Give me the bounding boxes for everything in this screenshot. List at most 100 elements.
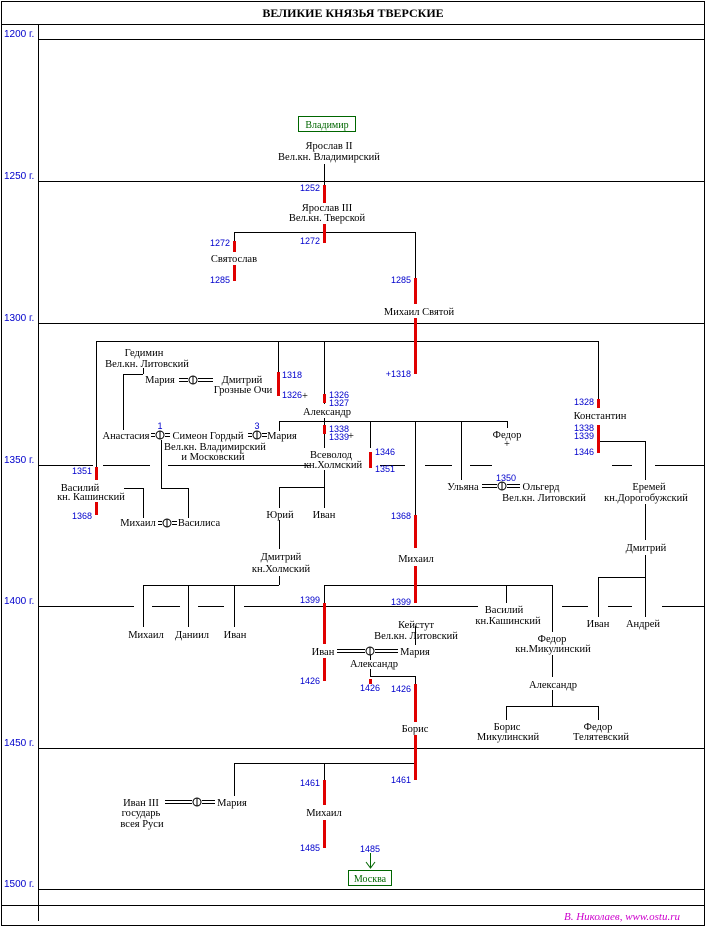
- person-name: Борис: [494, 722, 521, 733]
- person-name: Федор: [493, 430, 522, 441]
- person-title: кн.Дорогобужский: [604, 493, 688, 504]
- year-label: 1285: [210, 275, 230, 285]
- century-1200: 1200 г.: [4, 29, 34, 40]
- person-name: Александр: [303, 407, 351, 418]
- year-label: 1368: [72, 511, 92, 521]
- year-label: 1252: [300, 183, 320, 193]
- marriage-number: 3: [254, 421, 259, 431]
- person-title: Микулинский: [477, 732, 540, 743]
- person-name: Андрей: [626, 619, 660, 630]
- person-names: Ярослав II Вел.кн. Владимирский Ярослав …: [57, 141, 688, 830]
- year-label: 1327: [329, 398, 349, 408]
- century-1400: 1400 г.: [4, 596, 34, 607]
- person-title: кн.Холмский: [304, 460, 363, 471]
- year-label: 1318: [282, 370, 302, 380]
- person-name: Иван III: [123, 798, 159, 809]
- person-name: Михаил Святой: [384, 307, 455, 318]
- person-title: Вел.кн. Владимирский: [164, 442, 266, 453]
- year-label: 1285: [391, 275, 411, 285]
- person-name: Михаил: [120, 518, 156, 529]
- arrow-head-icon: [365, 861, 376, 869]
- person-name: Ольгерд: [523, 482, 561, 493]
- person-name: Дмитрий: [222, 375, 263, 386]
- century-1250: 1250 г.: [4, 171, 34, 182]
- year-label: 1339: [329, 432, 349, 442]
- person-name: Даниил: [175, 630, 209, 641]
- person-title: Вел.кн. Литовский: [105, 359, 189, 370]
- person-title: кн.Холмский: [252, 564, 311, 575]
- author-signature: В. Николаев, www.ostu.ru: [564, 911, 681, 923]
- person-title: всея Руси: [120, 819, 164, 830]
- person-title: Вел.кн. Владимирский: [278, 152, 380, 163]
- person-name: Мария: [400, 647, 430, 658]
- person-name: Федор: [584, 722, 613, 733]
- year-label: 1399: [300, 595, 320, 605]
- person-name: Александр: [529, 680, 577, 691]
- death-marks: + +: [302, 391, 354, 442]
- person-title: Вел.кн. Литовский: [374, 631, 458, 642]
- year-label: 1426: [391, 684, 411, 694]
- person-name: Иван: [587, 619, 610, 630]
- year-labels: 1252 1272 1272 1285 1285 +1318 1318 1326…: [72, 183, 594, 854]
- person-name: Иван: [313, 510, 336, 521]
- page-title: ВЕЛИКИЕ КНЯЗЬЯ ТВЕРСКИЕ: [262, 6, 443, 20]
- year-label: 1338: [574, 423, 594, 433]
- person-name: Ярослав II: [306, 141, 353, 152]
- person-name: Борис: [402, 724, 429, 735]
- year-label: 1351: [375, 464, 395, 474]
- person-name: Михаил: [306, 808, 342, 819]
- person-title: Грозные Очи: [214, 385, 273, 396]
- person-name: Константин: [574, 411, 627, 422]
- century-1300: 1300 г.: [4, 313, 34, 324]
- person-name: Кейстут: [398, 620, 434, 631]
- place-end: Москва: [354, 874, 387, 885]
- year-label: 1346: [574, 447, 594, 457]
- person-name: Михаил: [128, 630, 164, 641]
- person-name: Федор: [538, 634, 567, 645]
- year-label: 1326: [329, 390, 349, 400]
- century-lines: [38, 39, 705, 890]
- death-mark: +: [348, 431, 354, 442]
- century-labels: 1200 г. 1250 г. 1300 г. 1350 г. 1400 г. …: [4, 29, 34, 890]
- year-label: 1461: [300, 778, 320, 788]
- place-start: Владимир: [305, 120, 348, 131]
- person-name: Василиса: [178, 518, 221, 529]
- person-name: Еремей: [632, 482, 666, 493]
- person-name: Василий: [61, 483, 100, 494]
- death-mark: +: [302, 391, 308, 402]
- year-label: 1338: [329, 424, 349, 434]
- person-name: Мария: [217, 798, 247, 809]
- century-1350: 1350 г.: [4, 455, 34, 466]
- year-label: 1272: [210, 238, 230, 248]
- tree-lines: [96, 164, 646, 805]
- person-title: кн.Микулинский: [515, 644, 591, 655]
- place-box-end: [348, 870, 392, 886]
- person-name: Василий: [485, 605, 524, 616]
- person-name: Юрий: [266, 510, 294, 521]
- person-title: Вел.кн. Тверской: [289, 213, 366, 224]
- year-label: 1426: [300, 676, 320, 686]
- person-title: Вел.кн. Литовский: [502, 493, 586, 504]
- year-label: 1326: [282, 390, 302, 400]
- person-name: Ульяна: [447, 482, 479, 493]
- person-name: Мария: [145, 375, 175, 386]
- person-name: Иван: [312, 647, 335, 658]
- marriage-number: 1: [157, 421, 162, 431]
- year-label: 1399: [391, 597, 411, 607]
- marriage-symbols: [151, 375, 520, 807]
- year-label: 1272: [300, 236, 320, 246]
- place-box-start: [298, 116, 356, 132]
- century-1450: 1450 г.: [4, 738, 34, 749]
- year-label: +1318: [386, 369, 411, 379]
- person-title: государь: [122, 808, 161, 819]
- person-name: Александр: [350, 659, 398, 670]
- person-name: Анастасия: [102, 431, 149, 442]
- person-name: Всеволод: [310, 450, 353, 461]
- person-name: Гедимин: [125, 348, 164, 359]
- person-title: Телятевский: [573, 732, 629, 743]
- century-1500: 1500 г.: [4, 879, 34, 890]
- person-name: Мария: [267, 431, 297, 442]
- year-label: 1461: [391, 775, 411, 785]
